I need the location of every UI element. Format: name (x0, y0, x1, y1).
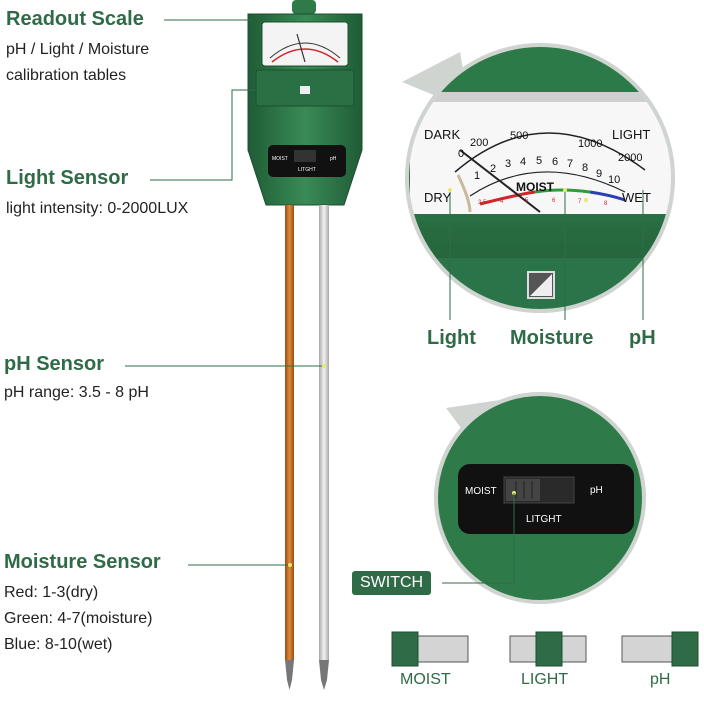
light-sensor-desc: light intensity: 0-2000LUX (6, 200, 189, 217)
ph-tick: 4 (500, 199, 504, 205)
moisture-sensor-title: Moisture Sensor (4, 551, 161, 573)
position-light-label: LIGHT (521, 671, 569, 688)
ph-sensor-title: pH Sensor (4, 353, 105, 375)
callout-moisture: Moisture (510, 327, 594, 349)
lux-tick: 0 (458, 148, 465, 160)
dial-dry-label: DRY (424, 190, 452, 205)
ph-tick: 6 (552, 198, 556, 204)
moisture-tick: 8 (582, 162, 589, 174)
moisture-tick: 2 (490, 163, 497, 175)
readout-scale-desc-2: calibration tables (6, 67, 127, 84)
moisture-blue-range: Blue: 8-10(wet) (4, 636, 113, 653)
moisture-tick: 4 (520, 156, 527, 168)
dial-dark-label: DARK (424, 127, 461, 142)
dial-moist-label: MOIST (516, 180, 554, 194)
copper-probe (285, 205, 294, 660)
device-switch-ph-label: pH (330, 156, 337, 162)
lux-tick: 500 (510, 130, 529, 142)
switch-position-moist (391, 631, 469, 667)
dial-wet-label: WET (622, 190, 651, 205)
lux-tick: 2000 (618, 152, 643, 164)
switch-position-ph (621, 631, 699, 667)
ph-tick: 8 (604, 201, 608, 207)
switch-light-label: LITGHT (526, 514, 562, 525)
callout-ph: pH (629, 327, 656, 349)
moisture-green-range: Green: 4-7(moisture) (4, 610, 153, 627)
switch-ph-label: pH (590, 485, 603, 496)
steel-probe (319, 205, 329, 660)
readout-scale-title: Readout Scale (6, 8, 144, 30)
ph-tick: 7 (578, 199, 582, 205)
position-ph-label: pH (650, 671, 671, 688)
switch-slider-knob[interactable] (506, 479, 540, 501)
moisture-tick: 9 (596, 168, 603, 180)
moisture-tick: 1 (474, 170, 481, 182)
device-hanger (292, 0, 316, 14)
switch-position-light (509, 631, 587, 667)
ph-sensor-desc: pH range: 3.5 - 8 pH (4, 384, 149, 401)
moisture-tick: 5 (536, 155, 543, 167)
moisture-tick: 3 (505, 158, 512, 170)
readout-scale-desc-1: pH / Light / Moisture (6, 41, 150, 58)
device-switch-moist-label: MOIST (272, 156, 288, 162)
dial-light-label: LIGHT (612, 127, 651, 142)
lux-tick: 1000 (578, 138, 603, 150)
light-sensor-title: Light Sensor (6, 167, 129, 189)
switch-tag: SWITCH (352, 571, 432, 595)
moisture-tick: 6 (552, 156, 559, 168)
position-moist-label: MOIST (400, 671, 451, 688)
device-switch-light-label: LITGHT (298, 167, 316, 173)
switch-moist-label: MOIST (465, 486, 497, 497)
callout-light: Light (427, 327, 476, 349)
moisture-red-range: Red: 1-3(dry) (4, 584, 99, 601)
moisture-tick: 10 (608, 174, 621, 186)
moisture-tick: 7 (567, 158, 574, 170)
ph-tick: 3.5 (478, 200, 487, 206)
lux-tick: 200 (470, 137, 489, 149)
ph-tick: 5 (525, 198, 529, 204)
